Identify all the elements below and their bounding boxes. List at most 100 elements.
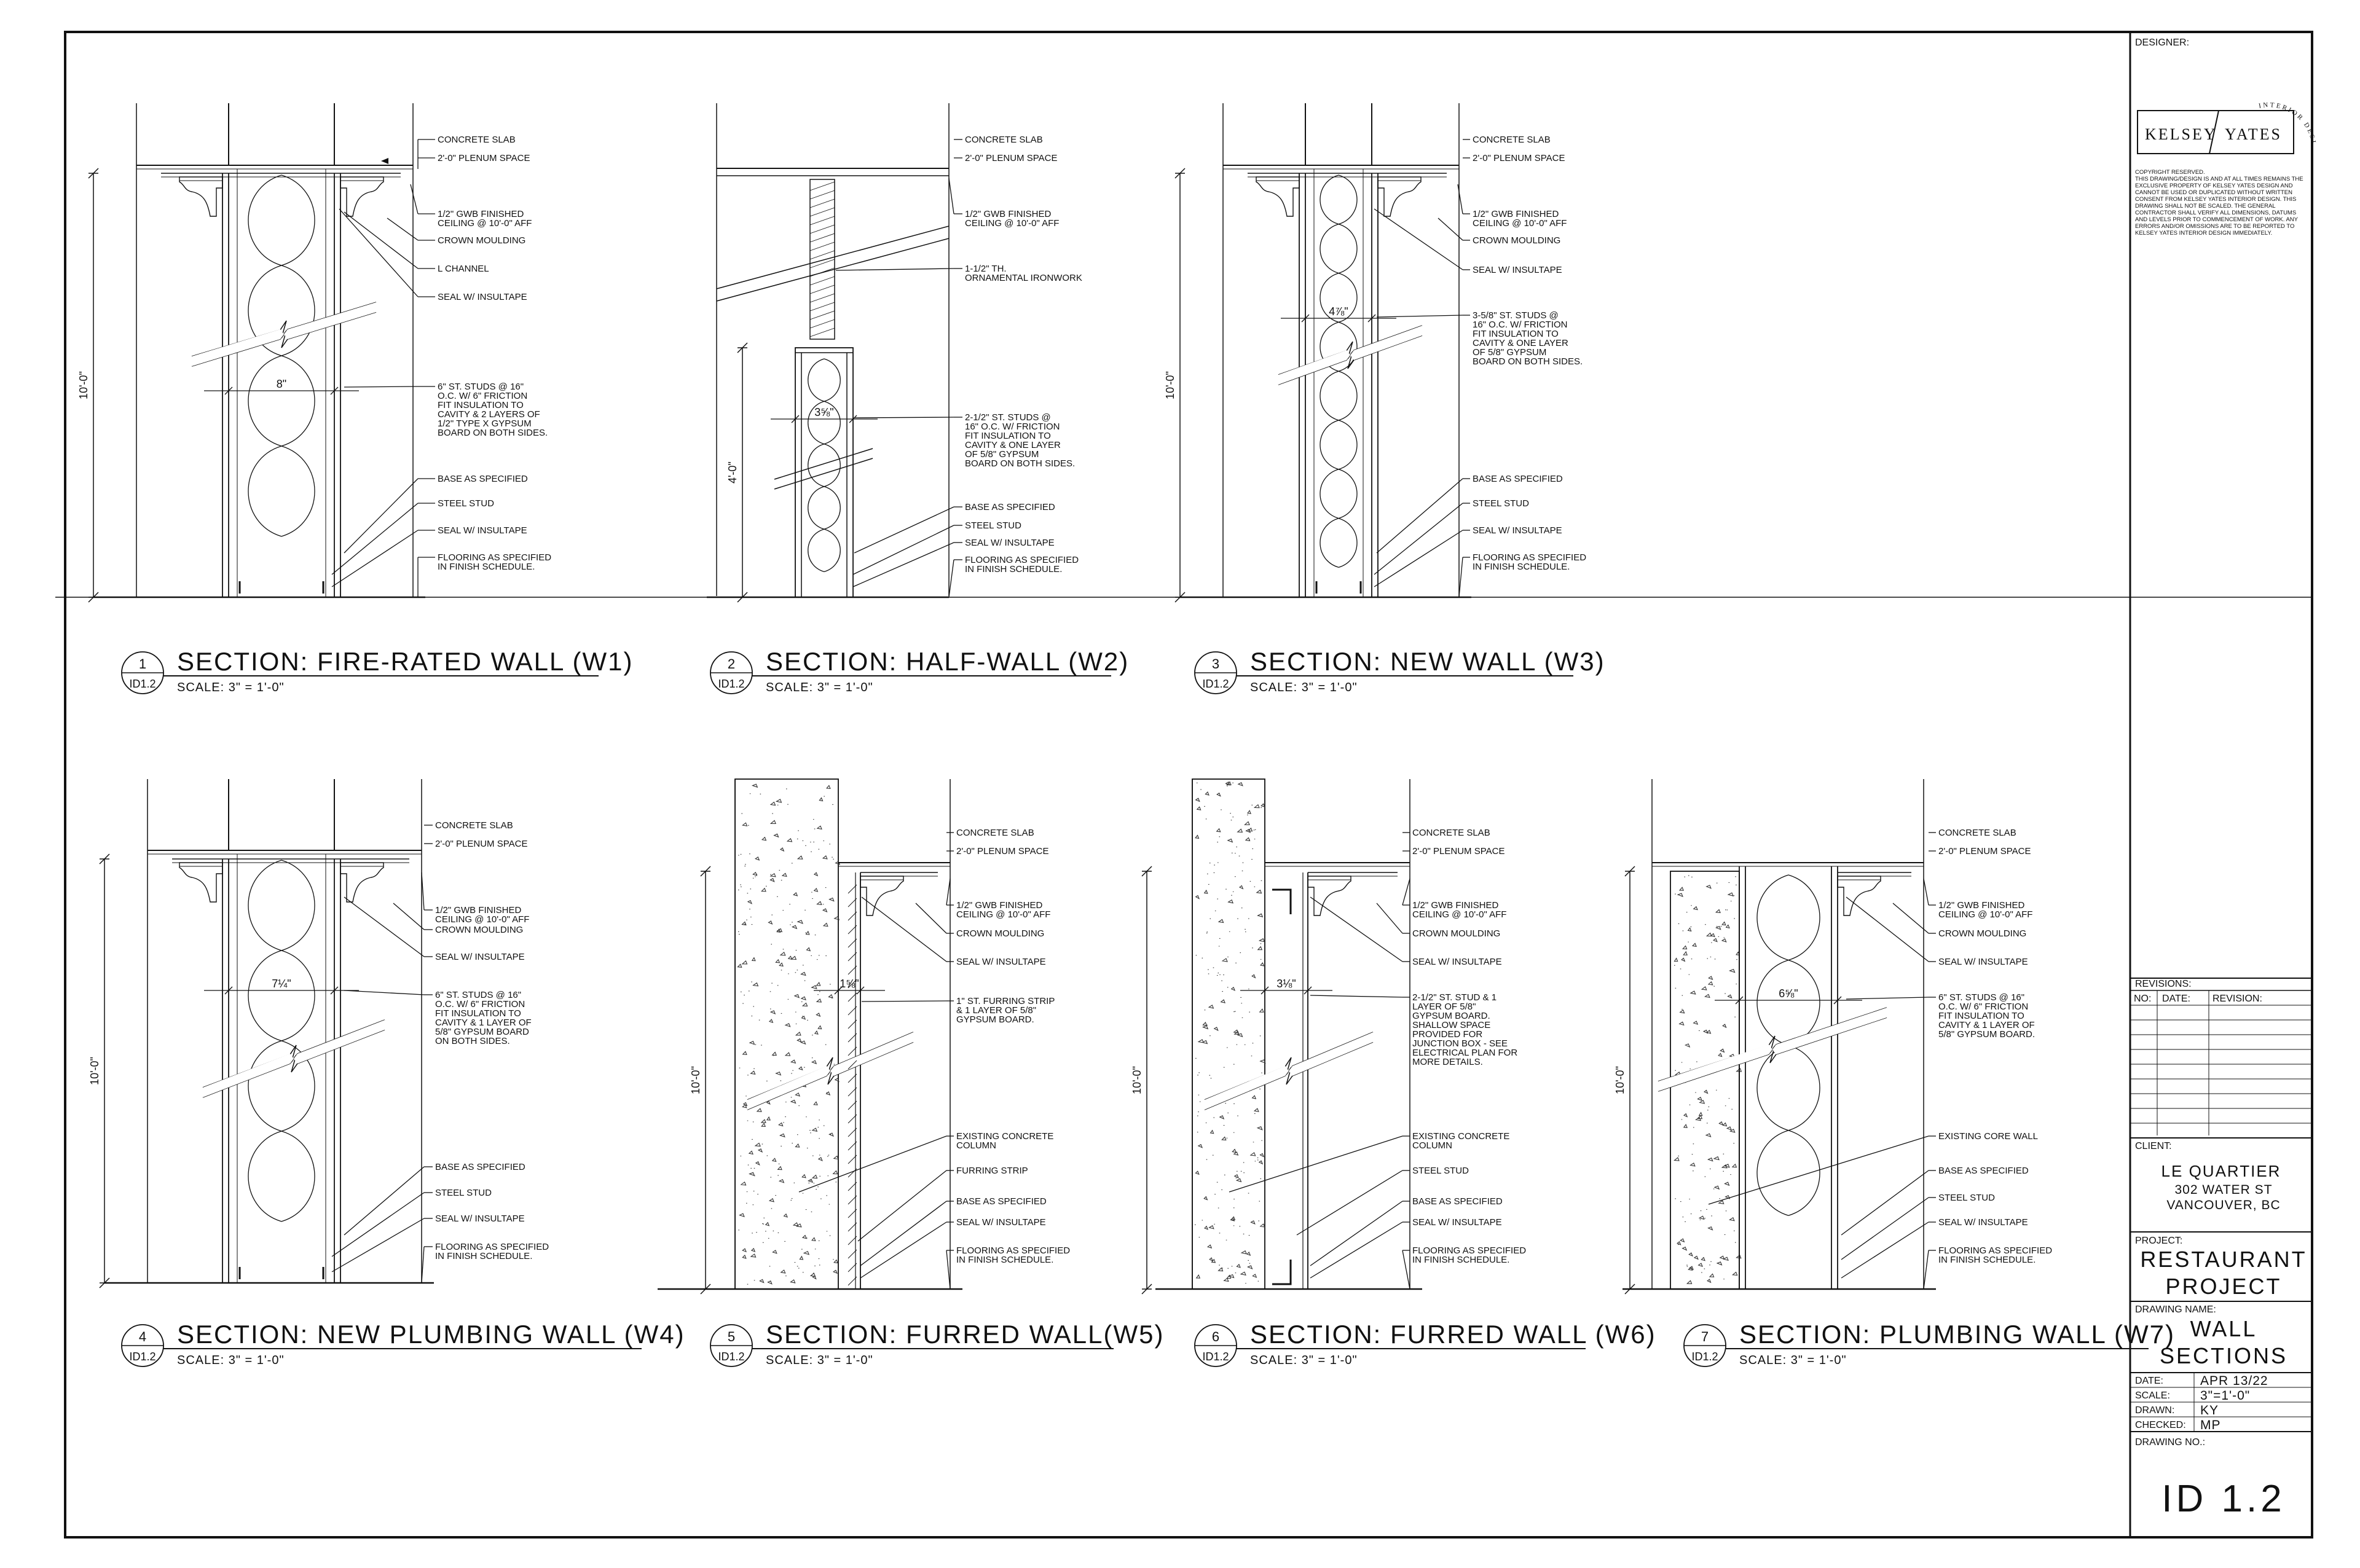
insulation-batt — [248, 860, 315, 1222]
height-dimension: 10'-0" — [690, 1066, 702, 1094]
section-title-text: SECTION: FURRED WALL(W5) — [766, 1320, 1164, 1349]
note-text: SEAL W/ INSULTAPE — [956, 957, 1046, 967]
dimension-tick — [1624, 1284, 1635, 1295]
scale-value: 3"=1'-0" — [2200, 1389, 2250, 1403]
note-text: STEEL STUD — [438, 498, 494, 509]
note-text: CROWN MOULDING — [438, 235, 525, 246]
furring-hatch — [848, 1073, 857, 1083]
sheet-reference: ID1.2 — [1691, 1350, 1718, 1363]
note-text: CAVITY & ONE LAYER — [965, 440, 1061, 450]
note-text: FIT INSULATION TO — [435, 1008, 521, 1019]
break-line — [774, 458, 873, 490]
note-text: FIT INSULATION TO — [438, 400, 524, 410]
leader-line — [861, 896, 947, 962]
drawing-name-line1: WALL — [2190, 1316, 2257, 1341]
note-text: SEAL W/ INSULTAPE — [956, 1217, 1046, 1228]
sheet-reference: ID1.2 — [718, 1350, 744, 1363]
insulation-batt — [808, 358, 841, 573]
note-text: IN FINISH SCHEDULE. — [1473, 562, 1570, 572]
note-text: 2-1/2" ST. STUDS @ — [965, 412, 1051, 423]
ironwork-hatch — [809, 241, 835, 251]
furring-hatch — [848, 1060, 857, 1070]
height-dimension: 10'-0" — [1131, 1066, 1143, 1094]
dimension-tick — [1174, 168, 1186, 179]
furring-hatch — [848, 925, 857, 935]
note-text: STEEL STUD — [965, 520, 1021, 531]
leader-line — [387, 218, 419, 241]
section-title-text: SECTION: PLUMBING WALL (W7) — [1739, 1320, 2175, 1349]
project-line2: PROJECT — [2165, 1274, 2281, 1299]
note-text: 2'-0" PLENUM SPACE — [965, 153, 1057, 163]
furring-hatch — [848, 1236, 857, 1245]
furring-hatch — [848, 965, 857, 975]
note-text: 2'-0" PLENUM SPACE — [956, 846, 1048, 857]
ironwork-hatch — [809, 224, 835, 234]
note-text: CONCRETE SLAB — [1412, 828, 1490, 838]
width-dimension: 3⅛" — [1276, 978, 1296, 990]
height-dimension: 4'-0" — [726, 461, 739, 484]
note-text: BOARD ON BOTH SIDES. — [1473, 356, 1583, 367]
note-text: CEILING @ 10'-0" AFF — [435, 914, 529, 925]
height-dimension: 10'-0" — [1164, 371, 1176, 399]
note-text: 1/2" GWB FINISHED — [1412, 900, 1499, 911]
note-text: SHALLOW SPACE — [1412, 1020, 1490, 1030]
leader-line — [857, 1170, 947, 1242]
section-title-text: SECTION: FURRED WALL (W6) — [1250, 1320, 1656, 1349]
note-text: FIT INSULATION TO — [965, 431, 1051, 441]
furring-hatch — [848, 1168, 857, 1178]
leader-line — [344, 1166, 425, 1236]
break-line — [774, 448, 873, 480]
furring-hatch — [848, 1046, 857, 1056]
leader-line — [1376, 478, 1463, 554]
note-text: STEEL STUD — [1473, 498, 1529, 509]
ironwork-hatch — [809, 319, 835, 329]
furring-hatch — [848, 1195, 857, 1205]
concrete-hatch — [1674, 875, 1742, 1284]
height-dimension: 10'-0" — [77, 371, 90, 399]
leader-line — [860, 1201, 947, 1266]
note-text: CONCRETE SLAB — [435, 820, 513, 831]
leader-line — [1310, 1201, 1403, 1266]
ironwork-hatch — [809, 327, 835, 337]
copyright-line: THIS DRAWING/DESIGN IS AND AT ALL TIMES … — [2135, 176, 2303, 182]
note-text: ORNAMENTAL IRONWORK — [965, 273, 1082, 283]
note-text: & 1 LAYER OF 5/8" — [956, 1005, 1036, 1016]
note-text: CAVITY & 1 LAYER OF — [1938, 1020, 2035, 1030]
leader-line — [1376, 903, 1403, 934]
note-text: CROWN MOULDING — [956, 928, 1044, 939]
leader-line — [948, 178, 954, 214]
section-scale: SCALE: 3" = 1'-0" — [1739, 1354, 1847, 1367]
note-text: SEAL W/ INSULTAPE — [1412, 957, 1502, 967]
copyright-line: CONSENT FROM KELSEY YATES INTERIOR DESIG… — [2135, 196, 2296, 203]
insulation-batt — [248, 174, 315, 537]
note-text: SEAL W/ INSULTAPE — [438, 525, 527, 536]
leader-line — [798, 1135, 947, 1193]
note-text: IN FINISH SCHEDULE. — [965, 564, 1062, 574]
ironwork-hatch — [809, 250, 835, 260]
note-text: CEILING @ 10'-0" AFF — [1473, 218, 1567, 229]
note-text: MORE DETAILS. — [1412, 1057, 1483, 1067]
leader-line — [344, 478, 419, 554]
note-text: FURRING STRIP — [956, 1166, 1028, 1176]
note-text: FLOORING AS SPECIFIED — [1473, 552, 1586, 563]
dimension-tick — [849, 415, 857, 423]
note-text: 6" ST. STUDS @ 16" — [435, 990, 521, 1000]
height-dimension: 10'-0" — [88, 1057, 101, 1085]
note-text: 2'-0" PLENUM SPACE — [1412, 846, 1504, 857]
leader-line — [1376, 315, 1463, 318]
note-text: 1/2" GWB FINISHED — [965, 209, 1052, 219]
leader-line — [1846, 896, 1929, 962]
break-line — [716, 225, 950, 289]
furring-hatch — [848, 1006, 857, 1016]
note-text: CEILING @ 10'-0" AFF — [1412, 909, 1506, 920]
note-text: 1/2" TYPE X GYPSUM — [438, 418, 532, 429]
section-w6: 10'-0" 3⅛" CONCRETE SLAB 2'-0" PLENUM SPACE… — [1131, 778, 1526, 1295]
crown-moulding — [1256, 176, 1300, 217]
width-dimension: 1⅝" — [840, 978, 859, 990]
dimension-tick — [1141, 1284, 1152, 1295]
note-text: CEILING @ 10'-0" AFF — [965, 218, 1059, 229]
